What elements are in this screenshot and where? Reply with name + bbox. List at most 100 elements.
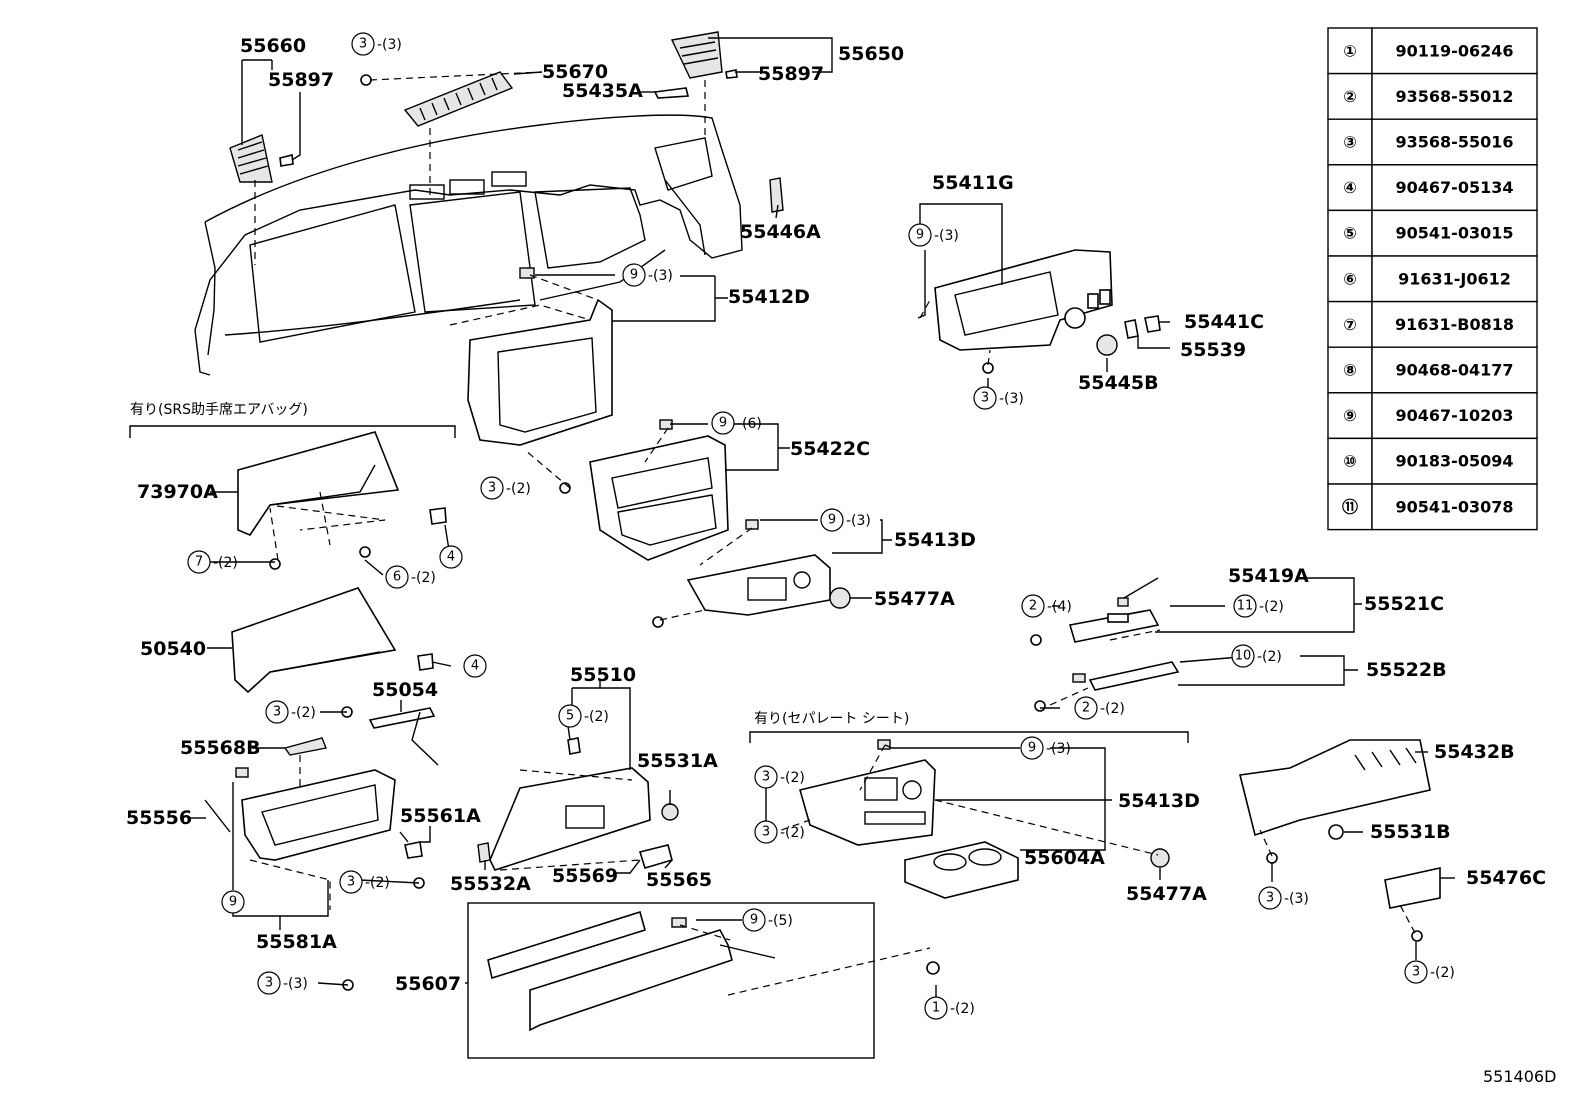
- callout: 6-(2): [385, 565, 436, 589]
- callout-number: 10: [1235, 649, 1252, 664]
- callout-quantity: -(2): [411, 570, 436, 586]
- callout-number: 4: [447, 550, 455, 565]
- callout: 3-(2): [1404, 960, 1455, 984]
- glovebox-55510-illustration: [477, 737, 679, 871]
- part-label: 55419A: [1228, 565, 1309, 587]
- part-label: 55441C: [1184, 311, 1264, 333]
- part-label: 55556: [126, 807, 192, 829]
- legend-part-number: 90468-04177: [1396, 361, 1514, 380]
- callouts: 3-(3)9-(3)9-(3)3-(3)9-(6)3-(2)9-(3)7-(2)…: [187, 32, 1455, 1020]
- legend-cell: [1371, 255, 1538, 303]
- callout-number: 9: [750, 913, 758, 928]
- callout-number: 3: [1266, 891, 1274, 906]
- legend-part-number: 90467-05134: [1396, 178, 1514, 197]
- callout-quantity: -(3): [1284, 891, 1309, 907]
- callout-number: 9: [916, 228, 924, 243]
- callout: 3-(3): [351, 32, 402, 56]
- callout: 4: [439, 545, 463, 569]
- callout-quantity: -(3): [846, 513, 871, 529]
- callout: 10 -(2): [1231, 644, 1282, 668]
- part-label: 55897: [268, 69, 334, 91]
- legend-cell: [1371, 27, 1538, 75]
- legend-cell: [1327, 209, 1373, 257]
- callout-number: 5: [566, 709, 574, 724]
- callout-quantity: -(6): [737, 416, 762, 432]
- legend-part-number: 91631-B0818: [1395, 315, 1514, 334]
- legend-cell: [1327, 27, 1373, 75]
- legend-cell: [1327, 255, 1373, 303]
- callout-number: 3: [359, 37, 367, 52]
- part-label: 55432B: [1434, 741, 1515, 763]
- callout-number: 9: [229, 895, 237, 910]
- legend-part-number: 90541-03015: [1396, 224, 1514, 243]
- callout: 9 -(3): [908, 223, 959, 247]
- legend-number: ⑥: [1343, 269, 1357, 288]
- part-label: 55522B: [1366, 659, 1447, 681]
- cluster-55411G-illustration: [934, 249, 1161, 374]
- callout-number: 3: [265, 976, 273, 991]
- part-label: 55607: [395, 973, 461, 995]
- part-label: 55565: [646, 869, 712, 891]
- bezel-55422C-illustration: [559, 419, 729, 561]
- callout: 3-(3): [257, 971, 308, 995]
- part-label: 55435A: [562, 80, 643, 102]
- lower-panel-50540-illustration: [231, 587, 434, 694]
- side-vent-55660-illustration: [229, 134, 294, 183]
- callout: 3-(2): [265, 700, 316, 724]
- callout: 2-(4): [1021, 594, 1072, 618]
- callout-quantity: -(2): [1257, 649, 1282, 665]
- callout-number: 4: [471, 659, 479, 674]
- stay-55054-illustration: [341, 706, 439, 766]
- callout-number: 3: [488, 481, 496, 496]
- legend-number: ①: [1343, 41, 1357, 60]
- legend-number: ⑦: [1343, 315, 1357, 334]
- note-srs-airbag: 有り(SRS助手席エアバッグ): [130, 402, 308, 418]
- part-label: 55411G: [932, 172, 1014, 194]
- part-label: 55413D: [894, 529, 976, 551]
- frame-55581A-illustration: [204, 737, 425, 991]
- legend-cell: [1371, 437, 1538, 485]
- callout-quantity: -(3): [1046, 741, 1071, 757]
- part-label: 55532A: [450, 873, 531, 895]
- part-label: 55445B: [1078, 372, 1159, 394]
- callout: 3-(2): [754, 820, 805, 844]
- callout-quantity: -(2): [584, 709, 609, 725]
- part-label: 55897: [758, 63, 824, 85]
- part-label: 55561A: [400, 805, 481, 827]
- callout: 3 -(3): [1258, 886, 1309, 910]
- legend-cell: [1371, 118, 1538, 166]
- lower-panel-73970A-illustration: [237, 431, 447, 570]
- callout: 7-(2): [187, 550, 238, 574]
- callout: 9 -(3): [820, 508, 871, 532]
- callout-quantity: -(3): [934, 228, 959, 244]
- callout-number: 9: [828, 513, 836, 528]
- legend-part-number: 93568-55012: [1396, 87, 1514, 106]
- part-label: 73970A: [137, 481, 218, 503]
- part-label: 55412D: [728, 286, 810, 308]
- right-vent-55650-illustration: [653, 31, 738, 99]
- cupholder-55604A-illustration: [904, 841, 1170, 899]
- part-label: 55422C: [790, 438, 870, 460]
- console-55413D-upper-illustration: [652, 519, 851, 628]
- legend-number: ③: [1343, 133, 1357, 152]
- part-label: 55477A: [874, 588, 955, 610]
- part-label: 55477A: [1126, 883, 1207, 905]
- callout: 11-(2): [1233, 594, 1284, 618]
- callout: 2-(2): [1074, 696, 1125, 720]
- legend-number: ④: [1343, 178, 1357, 197]
- part-label: 55531B: [1370, 821, 1451, 843]
- legend-part-number: 90119-06246: [1396, 41, 1514, 60]
- callout: 3-(2): [480, 476, 531, 500]
- legend-part-number: 90183-05094: [1396, 452, 1514, 471]
- legend-number: ⑪: [1342, 497, 1358, 516]
- callout: 3-(2): [754, 765, 805, 789]
- callout-number: 2: [1029, 599, 1037, 614]
- note-separate-seat: 有り(セパレート シート): [754, 711, 909, 727]
- callout-quantity: -(3): [999, 391, 1024, 407]
- callout-quantity: -(2): [365, 875, 390, 891]
- legend-cell: [1371, 392, 1538, 440]
- part-label: 55531A: [637, 750, 718, 772]
- callout-number: 3: [762, 825, 770, 840]
- callout-number: 3: [762, 770, 770, 785]
- callout: 1-(2): [924, 996, 975, 1020]
